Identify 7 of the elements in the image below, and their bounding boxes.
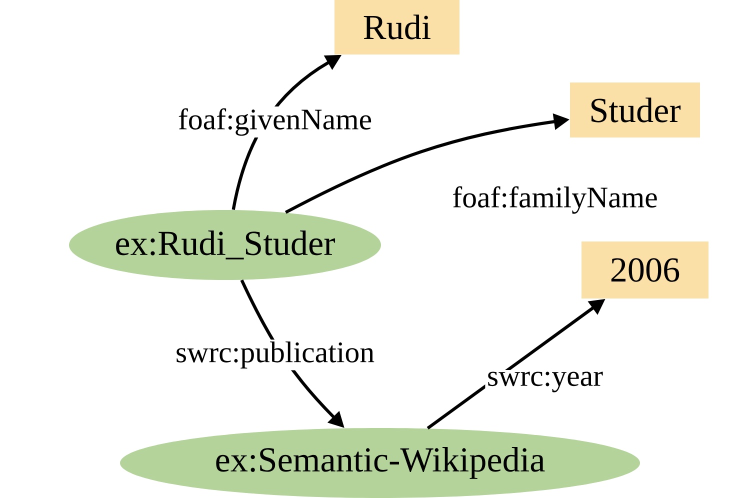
edge-label: swrc:year <box>485 370 605 394</box>
literal-box: Studer <box>570 82 700 138</box>
literal-box: Rudi <box>334 0 460 54</box>
edge-label: foaf:familyName <box>450 184 660 216</box>
literal-box: 2006 <box>582 241 708 298</box>
edge-label: foaf:givenName <box>176 106 374 138</box>
edge-label: swrc:publication <box>174 340 376 370</box>
